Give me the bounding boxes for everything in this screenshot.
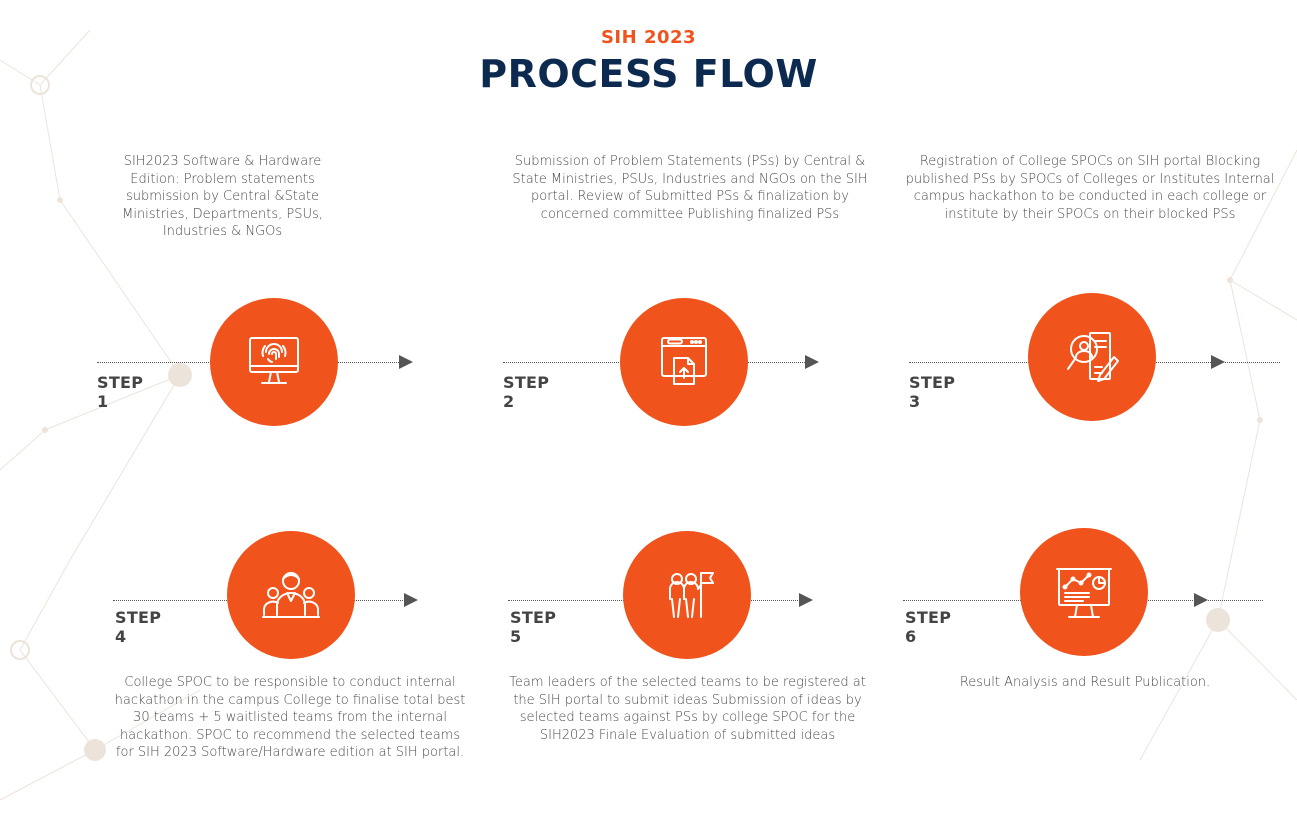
step-description: Team leaders of the selected teams to be… [509,675,866,743]
step-label: STEP 3 [909,373,956,411]
step-description: Result Analysis and Result Publication. [959,675,1211,690]
header-subtitle: SIH 2023 [600,27,697,48]
page-title: PROCESS FLOW [479,52,818,96]
profile-search-edit-icon [1067,332,1119,382]
step-description: Registration of College SPOCs on SIH por… [905,154,1275,222]
step-description: College SPOC to be responsible to conduc… [114,675,466,760]
step-icon-circle [623,531,751,659]
step-icon-circle [227,531,355,659]
arrow-right-icon [799,593,813,607]
step-label: STEP 1 [97,373,144,411]
browser-upload-icon [661,337,707,385]
step-description: SIH2023 Software & Hardware Edition: Pro… [122,154,323,239]
team-flag-icon [669,572,714,618]
step-icon-circle [210,298,338,426]
step-label: STEP 6 [905,608,952,646]
step-label: STEP 4 [115,608,162,646]
connector-line [1208,600,1263,601]
step-description: Submission of Problem Statements (PSs) b… [512,154,868,222]
step-label: STEP 5 [510,608,557,646]
step-icon-circle [1020,528,1148,656]
arrow-right-icon [1194,593,1208,607]
connector-line [1225,362,1280,363]
arrow-right-icon [404,593,418,607]
team-group-icon [262,572,320,618]
step-icon-circle [620,298,748,426]
step-label: STEP 2 [503,373,550,411]
arrow-right-icon [399,355,413,369]
step-icon-circle [1028,293,1156,421]
header: SIH 2023 PROCESS FLOW [0,27,1297,96]
analytics-board-icon [1056,568,1112,618]
arrow-right-icon [805,355,819,369]
arrow-right-icon [1211,355,1225,369]
monitor-fingerprint-icon [249,337,299,384]
